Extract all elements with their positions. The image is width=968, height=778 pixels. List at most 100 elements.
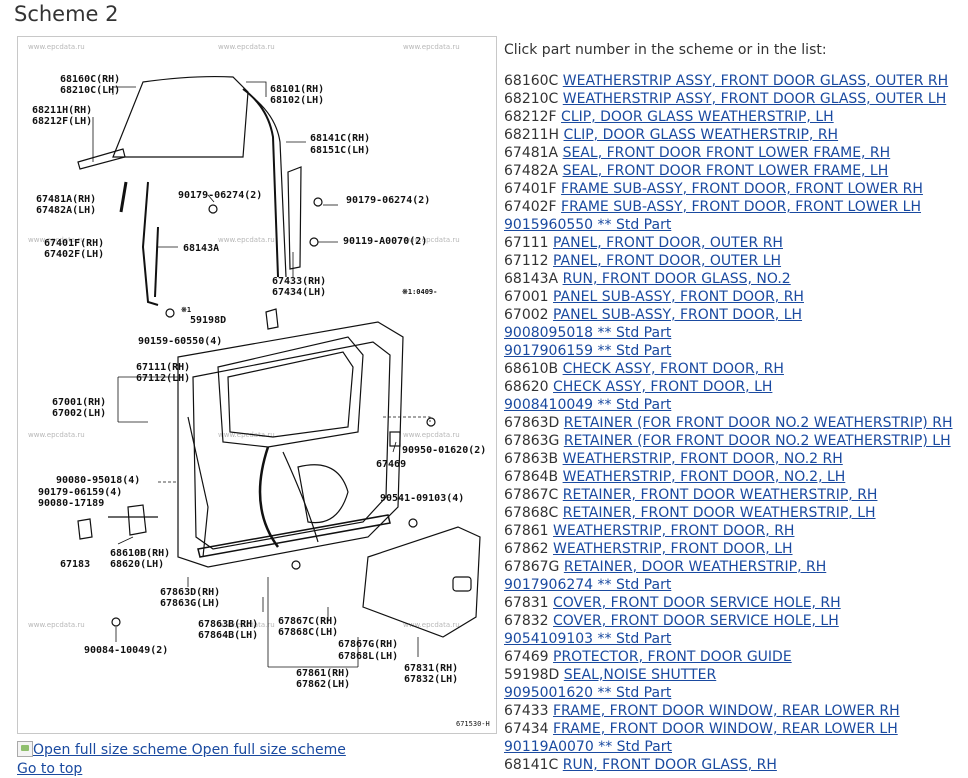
part-link[interactable]: WEATHERSTRIP, FRONT DOOR, LH [553, 541, 793, 557]
part-link[interactable]: PANEL SUB-ASSY, FRONT DOOR, RH [553, 289, 804, 305]
scheme-label[interactable]: 68211H(RH) [32, 105, 92, 116]
scheme-label[interactable]: 67868C(LH) [278, 627, 338, 638]
scheme-label[interactable]: 67832(LH) [404, 674, 458, 685]
part-link[interactable]: RETAINER, DOOR WEATHERSTRIP, RH [563, 559, 827, 575]
part-link[interactable]: RETAINER, FRONT DOOR WEATHERSTRIP, LH [562, 505, 876, 521]
scheme-label[interactable]: 68102(LH) [270, 95, 324, 106]
part-link[interactable]: FRAME, FRONT DOOR WINDOW, REAR LOWER RH [553, 703, 900, 719]
part-link[interactable]: FRAME, FRONT DOOR WINDOW, REAR LOWER LH [553, 721, 898, 737]
part-row: 67832 COVER, FRONT DOOR SERVICE HOLE, LH [504, 612, 952, 630]
scheme-label[interactable]: 67112(LH) [136, 373, 190, 384]
part-row: 9015960550 ** Std Part [504, 216, 952, 234]
scheme-label[interactable]: 67863D(RH) [160, 587, 220, 598]
std-part-link[interactable]: 9015960550 ** Std Part [504, 217, 672, 233]
part-link[interactable]: SEAL, FRONT DOOR FRONT LOWER FRAME, RH [562, 145, 891, 161]
part-link[interactable]: FRAME SUB-ASSY, FRONT DOOR, FRONT LOWER … [561, 181, 923, 197]
scheme-drawing[interactable]: www.epcdata.ru www.epcdata.ru www.epcdat… [18, 37, 496, 733]
part-link[interactable]: SEAL,NOISE SHUTTER [563, 667, 717, 683]
part-link[interactable]: COVER, FRONT DOOR SERVICE HOLE, LH [553, 613, 839, 629]
std-part-link[interactable]: 9095001620 ** Std Part [504, 685, 672, 701]
part-link[interactable]: FRAME SUB-ASSY, FRONT DOOR, FRONT LOWER … [561, 199, 922, 215]
scheme-label[interactable]: 67863B(RH) [198, 619, 258, 630]
part-link[interactable]: CHECK ASSY, FRONT DOOR, RH [562, 361, 784, 377]
part-link[interactable]: WEATHERSTRIP ASSY, FRONT DOOR GLASS, OUT… [562, 91, 947, 107]
scheme-label[interactable]: 68143A [183, 243, 219, 254]
scheme-label[interactable]: 68101(RH) [270, 84, 324, 95]
scheme-label[interactable]: 68141C(RH) [310, 133, 370, 144]
scheme-label[interactable]: 68610B(RH) [110, 548, 170, 559]
scheme-label[interactable]: 67867G(RH) [338, 639, 398, 650]
scheme-label[interactable]: 67001(RH) [52, 397, 106, 408]
part-link[interactable]: RETAINER (FOR FRONT DOOR NO.2 WEATHERSTR… [563, 415, 953, 431]
scheme-label[interactable]: 90179-06274(2) [346, 195, 430, 206]
go-to-top-link[interactable]: Go to top [17, 761, 83, 777]
scheme-label[interactable]: 90119-A0070(2) [343, 236, 427, 247]
scheme-label[interactable]: 67433(RH) [272, 276, 326, 287]
scheme-label[interactable]: 90541-09103(4) [380, 493, 464, 504]
open-full-scheme-link[interactable]: Open full size scheme [191, 742, 346, 758]
scheme-label[interactable]: 67862(LH) [296, 679, 350, 690]
part-link[interactable]: WEATHERSTRIP, FRONT DOOR, NO.2, LH [562, 469, 846, 485]
part-link[interactable]: PANEL, FRONT DOOR, OUTER LH [553, 253, 782, 269]
parts-list: 68160C WEATHERSTRIP ASSY, FRONT DOOR GLA… [504, 72, 952, 774]
std-part-link[interactable]: 9017906274 ** Std Part [504, 577, 672, 593]
part-row: 67867C RETAINER, FRONT DOOR WEATHERSTRIP… [504, 486, 952, 504]
std-part-link[interactable]: 90119A0070 ** Std Part [504, 739, 672, 755]
part-link[interactable]: WEATHERSTRIP, FRONT DOOR, NO.2 RH [562, 451, 843, 467]
std-part-link[interactable]: 9054109103 ** Std Part [504, 631, 672, 647]
scheme-label[interactable]: 67482A(LH) [36, 205, 96, 216]
scheme-label[interactable]: 67002(LH) [52, 408, 106, 419]
scheme-label[interactable]: 67401F(RH) [44, 238, 104, 249]
scheme-label[interactable]: 67868L(LH) [338, 651, 398, 662]
scheme-label[interactable]: 67864B(LH) [198, 630, 258, 641]
scheme-label[interactable]: 59198D [190, 315, 226, 326]
scheme-label[interactable]: 90179-06159(4) [38, 487, 122, 498]
part-row: 67469 PROTECTOR, FRONT DOOR GUIDE [504, 648, 952, 666]
part-link[interactable]: PANEL, FRONT DOOR, OUTER RH [553, 235, 783, 251]
scheme-label[interactable]: 67831(RH) [404, 663, 458, 674]
scheme-label[interactable]: 67183 [60, 559, 90, 570]
part-link[interactable]: CLIP, DOOR GLASS WEATHERSTRIP, RH [563, 127, 839, 143]
scheme-label[interactable]: 68160C(RH) [60, 74, 120, 85]
scheme-label[interactable]: 67469 [376, 459, 406, 470]
scheme-label[interactable]: 67867C(RH) [278, 616, 338, 627]
scheme-label[interactable]: 90080-17189 [38, 498, 104, 509]
scheme-label[interactable]: 90159-60550(4) [138, 336, 222, 347]
std-part-link[interactable]: 9008095018 ** Std Part [504, 325, 672, 341]
scheme-label[interactable]: 67111(RH) [136, 362, 190, 373]
part-link[interactable]: WEATHERSTRIP, FRONT DOOR, RH [553, 523, 795, 539]
parts-scheme[interactable]: www.epcdata.ru www.epcdata.ru www.epcdat… [17, 36, 497, 734]
part-link[interactable]: SEAL, FRONT DOOR FRONT LOWER FRAME, LH [562, 163, 889, 179]
scheme-label[interactable]: 67434(LH) [272, 287, 326, 298]
part-row: 67433 FRAME, FRONT DOOR WINDOW, REAR LOW… [504, 702, 952, 720]
scheme-label[interactable]: 68620(LH) [110, 559, 164, 570]
part-link[interactable]: PANEL SUB-ASSY, FRONT DOOR, LH [553, 307, 803, 323]
part-link[interactable]: COVER, FRONT DOOR SERVICE HOLE, RH [553, 595, 841, 611]
part-link[interactable]: WEATHERSTRIP ASSY, FRONT DOOR GLASS, OUT… [562, 73, 949, 89]
scheme-label[interactable]: 90080-95018(4) [56, 475, 140, 486]
part-link[interactable]: RETAINER, FRONT DOOR WEATHERSTRIP, RH [562, 487, 878, 503]
scheme-label[interactable]: 67481A(RH) [36, 194, 96, 205]
part-row: 67111 PANEL, FRONT DOOR, OUTER RH [504, 234, 952, 252]
std-part-link[interactable]: 9017906159 ** Std Part [504, 343, 672, 359]
scheme-labels[interactable]: 68160C(RH) 68210C(LH) 68211H(RH) 68212F(… [32, 74, 490, 728]
part-link[interactable]: CLIP, DOOR GLASS WEATHERSTRIP, LH [561, 109, 834, 125]
part-link[interactable]: RETAINER (FOR FRONT DOOR NO.2 WEATHERSTR… [563, 433, 951, 449]
std-part-link[interactable]: 9008410049 ** Std Part [504, 397, 672, 413]
part-link[interactable]: PROTECTOR, FRONT DOOR GUIDE [553, 649, 792, 665]
part-row: 67863G RETAINER (FOR FRONT DOOR NO.2 WEA… [504, 432, 952, 450]
scheme-label[interactable]: 67861(RH) [296, 668, 350, 679]
part-link[interactable]: RUN, FRONT DOOR GLASS, NO.2 [562, 271, 791, 287]
scheme-label[interactable]: 68210C(LH) [60, 85, 120, 96]
part-code: 68620 [504, 379, 549, 395]
scheme-label[interactable]: 90084-10049(2) [84, 645, 168, 656]
scheme-label[interactable]: 90950-01620(2) [402, 445, 486, 456]
open-full-scheme-image-link[interactable]: Open full size scheme [17, 741, 192, 758]
part-link[interactable]: CHECK ASSY, FRONT DOOR, LH [553, 379, 773, 395]
scheme-label[interactable]: 68212F(LH) [32, 116, 92, 127]
scheme-label[interactable]: 67863G(LH) [160, 598, 220, 609]
scheme-label[interactable]: 67402F(LH) [44, 249, 104, 260]
scheme-label[interactable]: 68151C(LH) [310, 145, 370, 156]
part-link[interactable]: RUN, FRONT DOOR GLASS, RH [562, 757, 777, 773]
scheme-label[interactable]: 90179-06274(2) [178, 190, 262, 201]
